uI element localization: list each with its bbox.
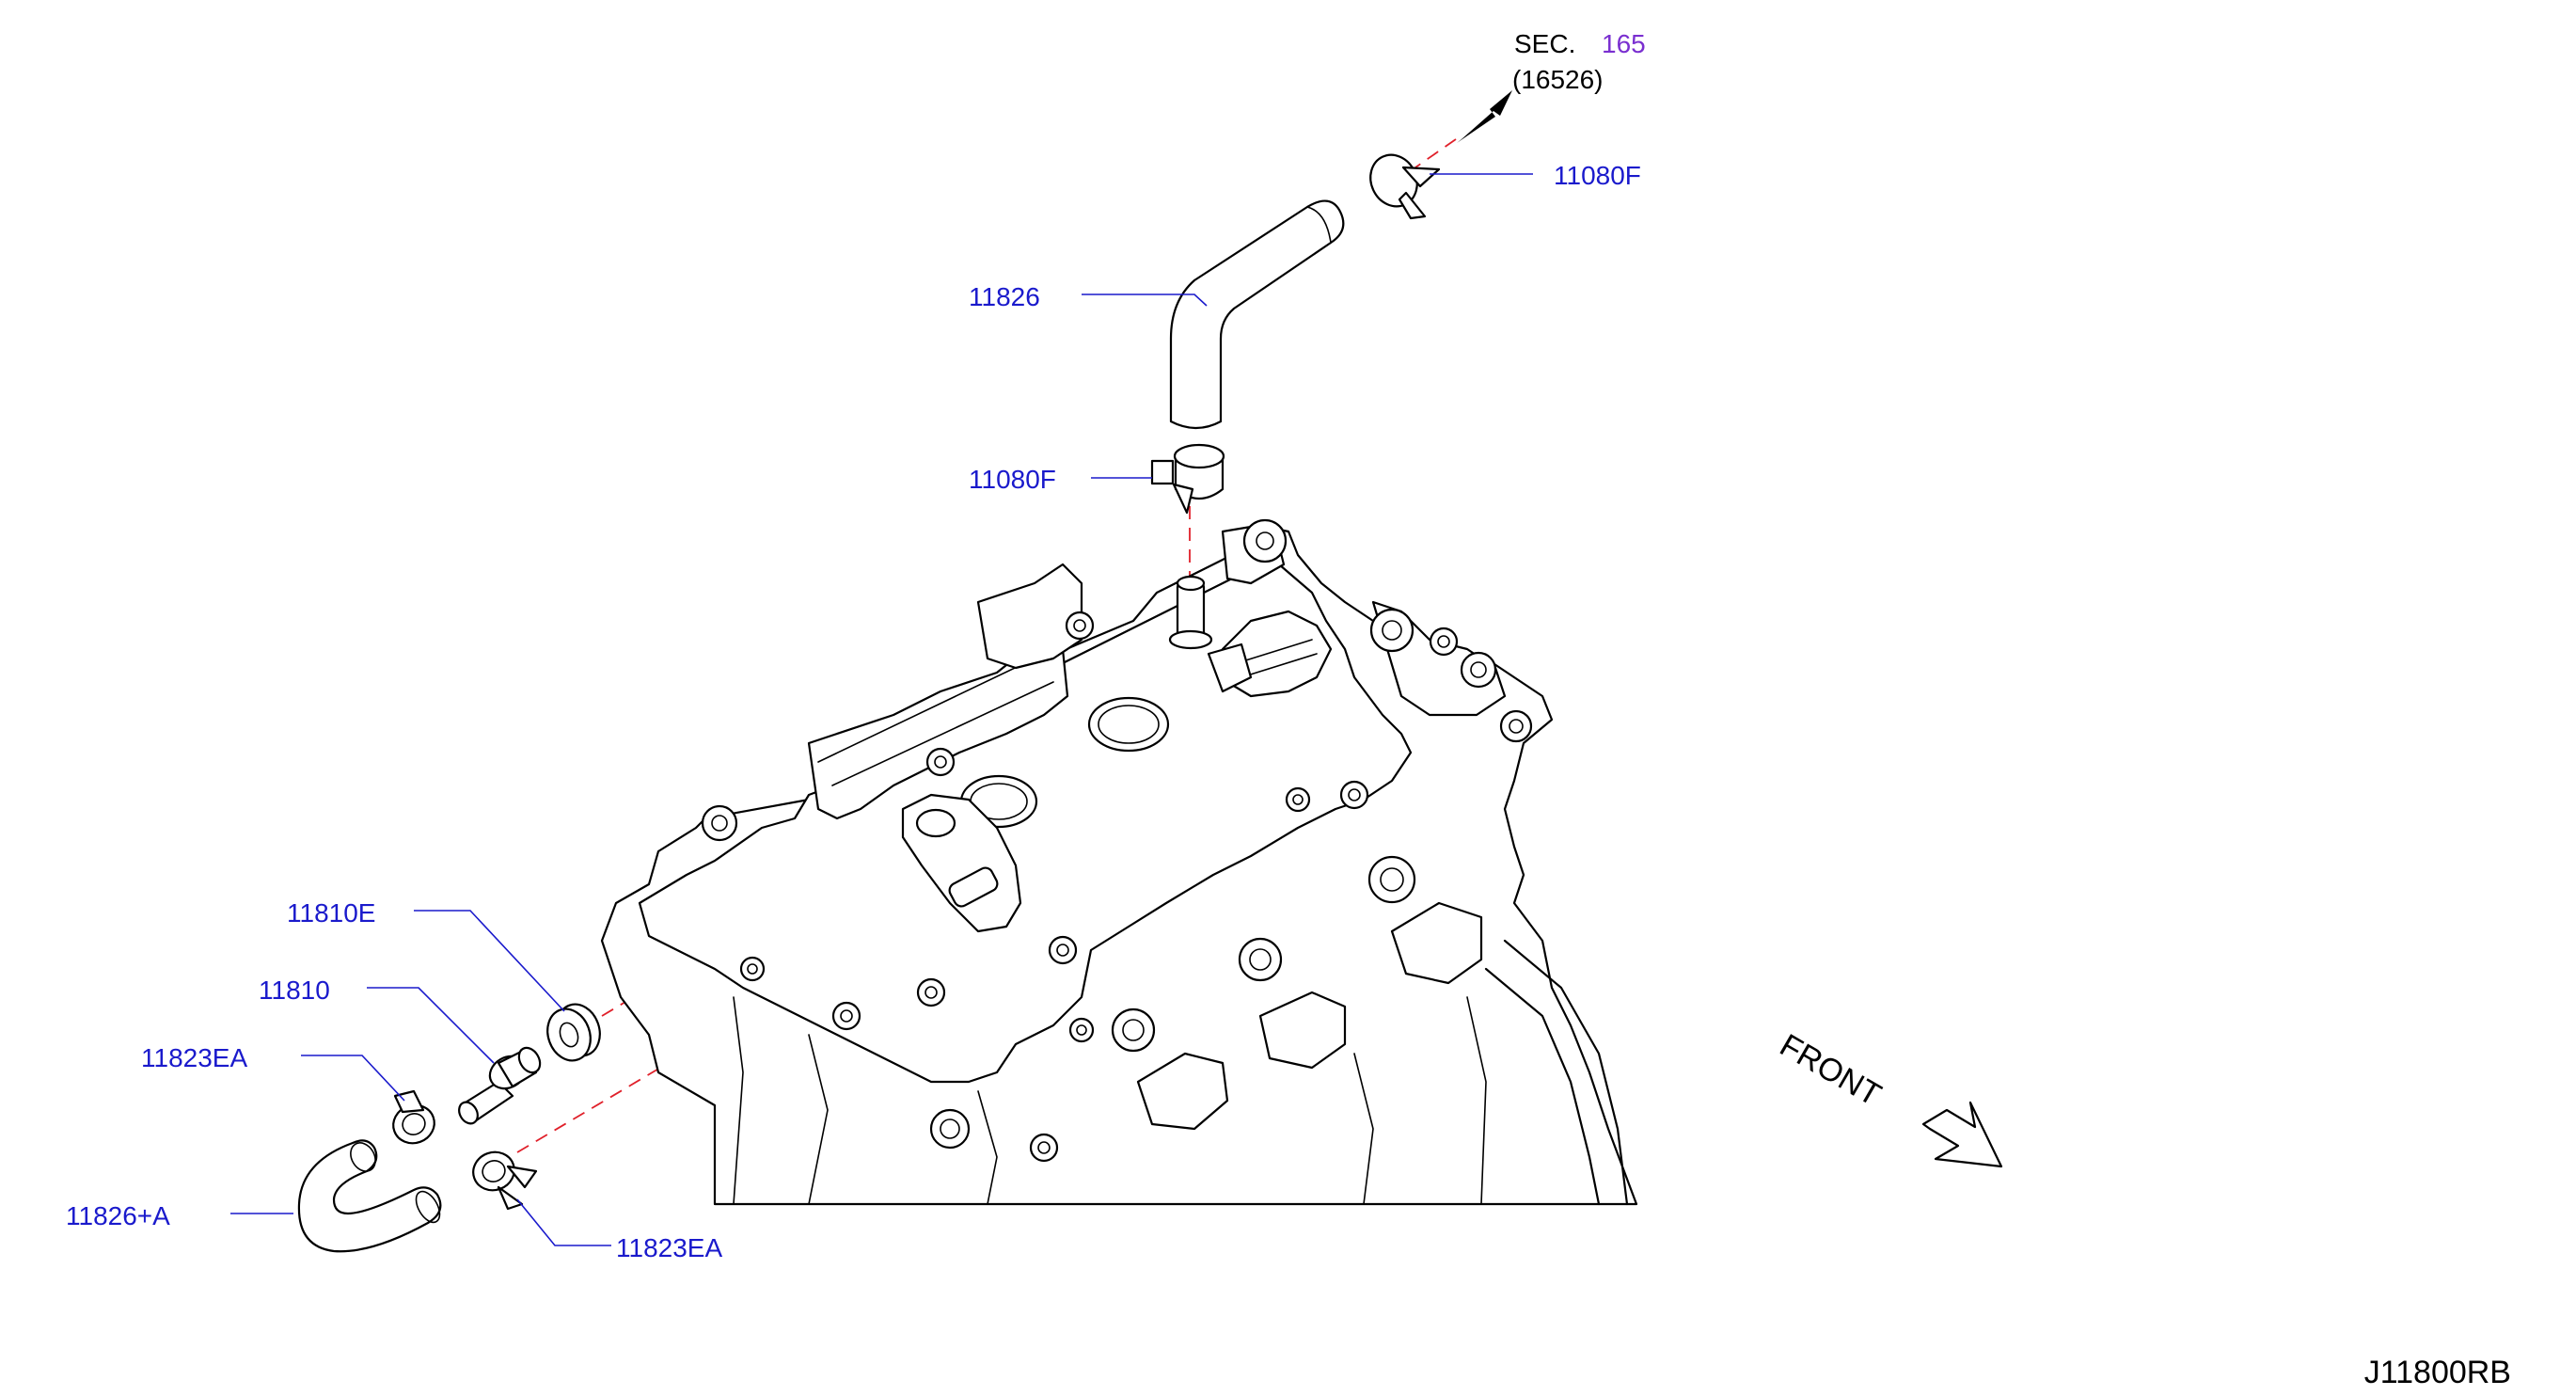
label-clamp-11823ea-right[interactable]: 11823EA xyxy=(616,1233,722,1262)
clamp-11823ea-lower-left xyxy=(392,1089,435,1145)
clamp-11823ea-lower-right xyxy=(472,1150,538,1211)
grommet-11810e xyxy=(546,1003,601,1062)
label-grommet-11810e[interactable]: 11810E xyxy=(287,898,375,928)
hose-11826-a-lower xyxy=(297,1139,442,1253)
hose-11826-upper xyxy=(1169,199,1345,430)
exhaust-ports xyxy=(929,855,1483,1163)
front-arrow-icon xyxy=(1921,1101,2003,1168)
section-subref: (16526) xyxy=(1512,65,1604,94)
label-pcv-valve-11810[interactable]: 11810 xyxy=(259,976,330,1005)
clamp-11080f-upper xyxy=(1369,153,1441,220)
cover-bolt-bosses xyxy=(701,518,1533,1043)
oil-filler-cap xyxy=(1207,610,1333,698)
front-indicator: FRONT xyxy=(1774,1027,2003,1168)
engine-cylinder-head xyxy=(600,518,1638,1206)
label-clamp-11823ea-left[interactable]: 11823EA xyxy=(141,1043,247,1072)
part-labels: 11080F 11826 11080F 11810E 11810 11823EA… xyxy=(66,161,1641,1262)
label-hose-11826[interactable]: 11826 xyxy=(969,282,1040,311)
front-label: FRONT xyxy=(1774,1027,1887,1113)
pcv-outlet-nipple xyxy=(1168,575,1213,650)
pcv-valve-11810 xyxy=(458,1046,542,1125)
pcv-valve-port xyxy=(901,793,1022,933)
label-clamp-11080f-mid[interactable]: 11080F xyxy=(969,465,1056,494)
section-reference: SEC. 165 (16526) xyxy=(1457,29,1646,143)
section-number-link[interactable]: 165 xyxy=(1602,29,1646,58)
clamp-11080f-mid xyxy=(1150,443,1225,515)
label-clamp-11080f-upper[interactable]: 11080F xyxy=(1554,161,1641,190)
label-hose-11826-a[interactable]: 11826+A xyxy=(66,1201,170,1230)
section-prefix: SEC. xyxy=(1514,29,1575,58)
leader-lines xyxy=(230,173,1533,1246)
diagram-code: J11800RB xyxy=(2364,1355,2511,1390)
section-arrow-icon xyxy=(1457,90,1512,143)
